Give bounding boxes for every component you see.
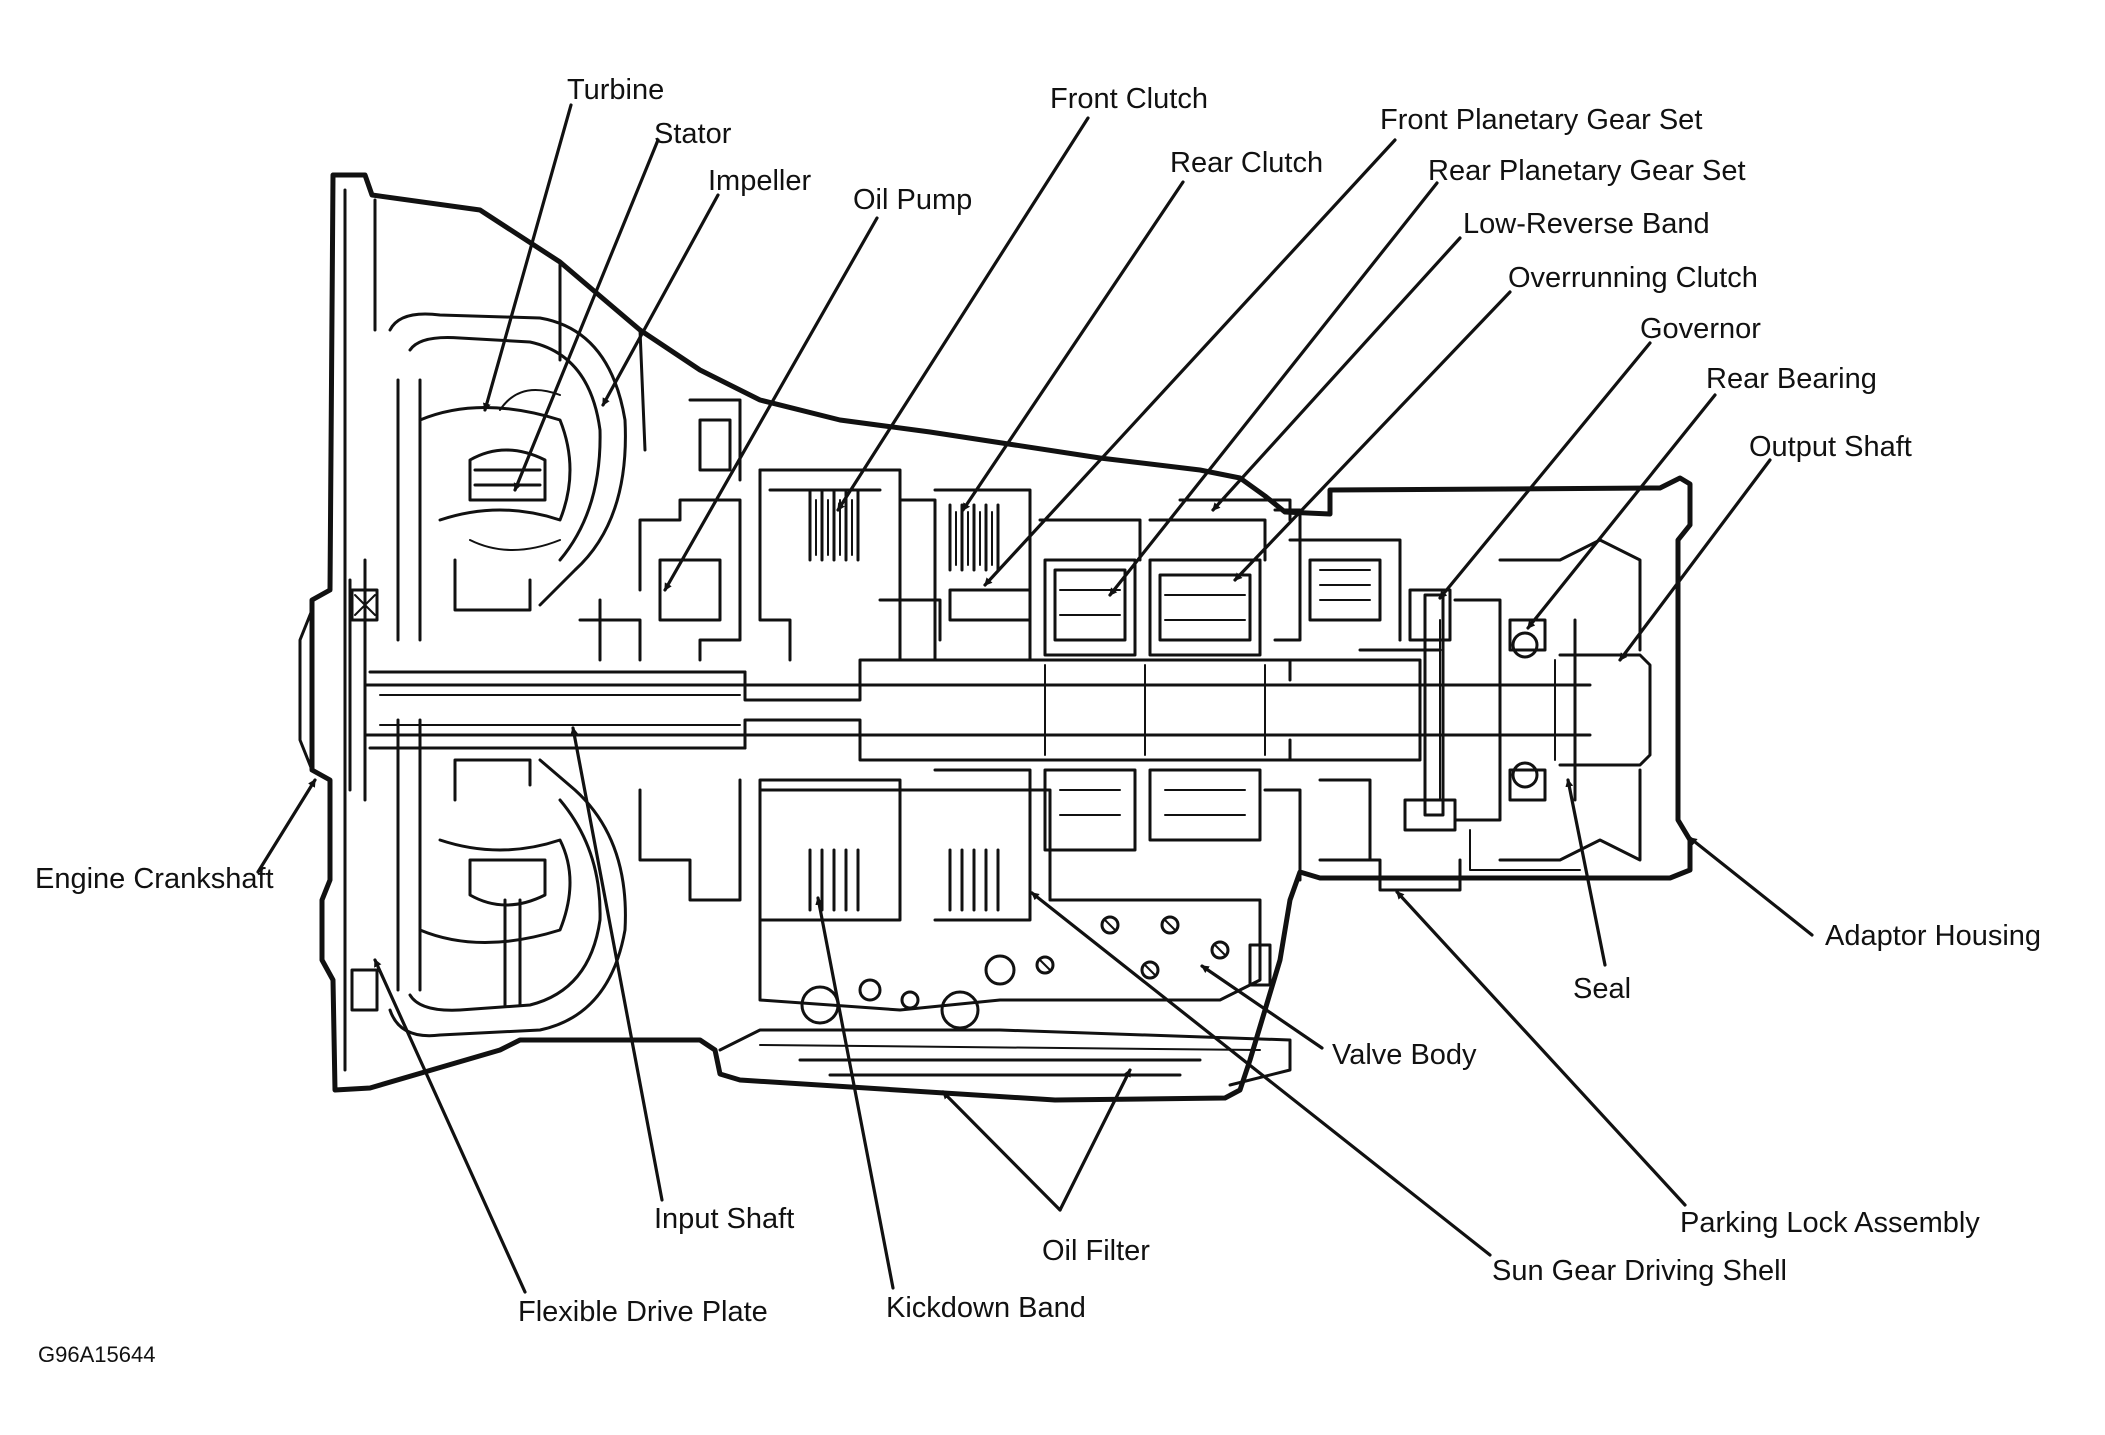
label-rear-clutch: Rear Clutch — [1170, 147, 1323, 179]
leader-rear-bearing — [1526, 393, 1717, 630]
front-clutch-pack — [758, 468, 937, 662]
adaptor-housing-body — [1318, 538, 1642, 892]
leader-front-planetary — [983, 138, 1397, 587]
label-impeller: Impeller — [708, 165, 811, 197]
leader-engine-crankshaft — [256, 778, 317, 874]
label-oil-pump: Oil Pump — [853, 184, 972, 216]
leader-stator — [513, 138, 660, 492]
leader-rear-clutch — [961, 180, 1185, 512]
leader-turbine — [482, 103, 573, 412]
label-front-clutch: Front Clutch — [1050, 83, 1208, 115]
housing-outline — [309, 172, 1693, 1103]
figure-code: G96A15644 — [38, 1342, 155, 1367]
leader-governor — [1438, 341, 1652, 600]
leader-impeller — [601, 193, 720, 407]
label-sun-gear-driving-shell: Sun Gear Driving Shell — [1492, 1255, 1787, 1287]
label-input-shaft: Input Shaft — [654, 1203, 794, 1235]
label-parking-lock-assembly: Parking Lock Assembly — [1680, 1207, 1980, 1239]
kickdown-band-lower — [758, 768, 1372, 1030]
leader-front-clutch — [836, 116, 1090, 512]
rear-bearing-body — [1508, 618, 1577, 802]
label-rear-bearing: Rear Bearing — [1706, 363, 1877, 395]
labels: Turbine Stator Impeller Oil Pump Front C… — [35, 74, 2041, 1367]
leader-output-shaft — [1618, 458, 1772, 662]
label-overrunning-clutch: Overrunning Clutch — [1508, 262, 1758, 294]
label-seal: Seal — [1573, 973, 1631, 1005]
leader-parking-lock — [1395, 890, 1687, 1207]
rear-planetary-upper — [1148, 518, 1267, 657]
leader-valve-body — [1200, 964, 1324, 1050]
leader-flexible-drive-plate — [373, 958, 527, 1294]
leader-sun-gear-shell — [1030, 891, 1492, 1257]
leader-overrunning-clutch — [1233, 290, 1512, 582]
label-adaptor-housing: Adaptor Housing — [1825, 920, 2041, 952]
label-output-shaft: Output Shaft — [1749, 431, 1912, 463]
label-low-reverse-band: Low-Reverse Band — [1463, 208, 1710, 240]
main-shaft — [363, 653, 1652, 767]
housing-inner — [343, 188, 647, 1072]
label-governor: Governor — [1640, 313, 1761, 345]
leader-input-shaft — [570, 726, 664, 1202]
valve-body-region — [758, 788, 1272, 1012]
leader-adaptor-housing — [1688, 836, 1814, 937]
label-turbine: Turbine — [567, 74, 664, 106]
label-stator: Stator — [654, 118, 732, 150]
torque-converter — [388, 312, 627, 1038]
label-oil-filter: Oil Filter — [1042, 1235, 1150, 1267]
label-kickdown-band: Kickdown Band — [886, 1292, 1086, 1324]
label-front-planetary-gear-set: Front Planetary Gear Set — [1380, 104, 1702, 136]
oil-pump-body — [578, 398, 742, 902]
label-valve-body: Valve Body — [1332, 1039, 1477, 1071]
label-engine-crankshaft: Engine Crankshaft — [35, 863, 274, 895]
governor-assembly — [1358, 558, 1502, 832]
leader-rear-planetary — [1108, 181, 1439, 597]
leader-lines — [256, 103, 1814, 1294]
rear-clutch-pack — [878, 488, 1032, 662]
label-flexible-drive-plate: Flexible Drive Plate — [518, 1296, 768, 1328]
leader-oil-pump — [663, 216, 879, 592]
leader-low-reverse-band — [1211, 236, 1462, 512]
leader-seal — [1565, 778, 1607, 967]
label-rear-planetary-gear-set: Rear Planetary Gear Set — [1428, 155, 1746, 187]
leader-kickdown-band — [815, 896, 895, 1290]
oil-pan — [718, 1028, 1292, 1087]
crankshaft-front — [298, 558, 379, 1012]
front-planetary-upper — [1038, 518, 1142, 657]
leader-oil-filter-right — [1058, 1068, 1132, 1212]
leader-oil-filter-left — [941, 1090, 1062, 1212]
transmission-drawing — [298, 172, 1693, 1103]
